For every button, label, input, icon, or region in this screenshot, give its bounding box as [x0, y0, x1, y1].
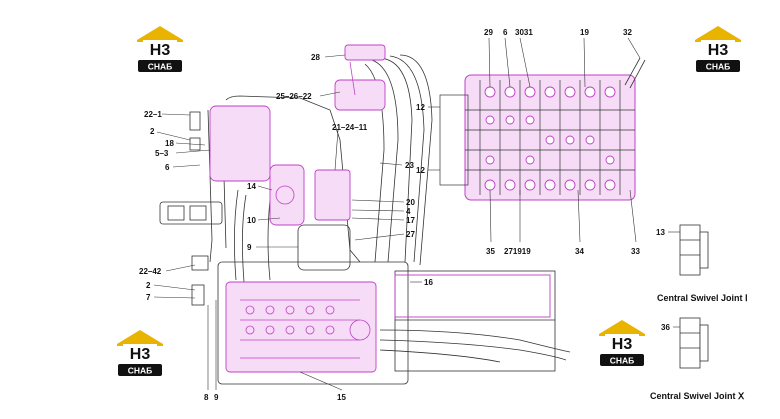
h3-snab-logo: H3 CHAБ	[595, 316, 649, 368]
h3-snab-logo: H3 CHAБ	[691, 22, 745, 74]
callout-21-24-11: 21–24–11	[332, 123, 368, 132]
callout-28: 28	[311, 53, 320, 62]
callout-27: 27	[406, 230, 415, 239]
callout-6-right: 6	[503, 28, 508, 37]
swivel-joint-1	[679, 224, 709, 276]
svg-text:CHAБ: CHAБ	[706, 62, 731, 72]
svg-text:H3: H3	[708, 42, 729, 59]
callout-17: 17	[406, 216, 415, 225]
leader-lines	[153, 37, 680, 391]
main-assembly	[159, 54, 571, 385]
callout-2-lower: 2	[146, 281, 151, 290]
pilot-valve-28	[344, 44, 386, 61]
callout-36: 36	[661, 323, 670, 332]
callout-14: 14	[247, 182, 256, 191]
callout-labels: 28 25–26–22 22–1 2 18 5–3 6 21–24–11 23 …	[139, 28, 670, 402]
h3-logo-mark: H3 CHAБ	[599, 320, 645, 366]
callout-30-31: 3031	[515, 28, 533, 37]
control-valve-bank	[439, 57, 646, 201]
svg-text:CHAБ: CHAБ	[610, 356, 635, 366]
callout-20: 20	[406, 198, 415, 207]
joystick-base	[334, 79, 386, 111]
svg-text:H3: H3	[612, 336, 633, 353]
solenoid-block-20	[314, 169, 351, 221]
svg-text:CHAБ: CHAБ	[148, 62, 173, 72]
callout-32: 32	[623, 28, 632, 37]
valve-block-details	[240, 61, 371, 359]
h3-snab-logo: H3 CHAБ	[113, 326, 167, 378]
callout-9-upper: 9	[247, 243, 252, 252]
callout-22-42: 22–42	[139, 267, 162, 276]
valve-block-15	[225, 281, 377, 373]
callout-15: 15	[337, 393, 346, 402]
mount-bracket-16	[394, 274, 551, 318]
callout-35: 35	[486, 247, 495, 256]
accumulator-body	[209, 105, 271, 182]
svg-text:H3: H3	[130, 346, 151, 363]
callout-18: 18	[165, 139, 174, 148]
swivel-joint-x	[679, 317, 709, 369]
callout-25-26-22: 25–26–22	[276, 92, 312, 101]
callout-16: 16	[424, 278, 433, 287]
callout-13: 13	[656, 228, 665, 237]
callout-19-top: 19	[580, 28, 589, 37]
callout-12-top: 12	[416, 103, 425, 112]
callout-22-1: 22–1	[144, 110, 162, 119]
callout-34: 34	[575, 247, 584, 256]
callout-5-3: 5–3	[155, 149, 169, 158]
h3-logo-mark: H3 CHAБ	[117, 330, 163, 376]
callout-33: 33	[631, 247, 640, 256]
highlighted-components	[209, 44, 551, 373]
callout-29: 29	[484, 28, 493, 37]
caption-central-swivel-joint-x: Central Swivel Joint Ⅹ	[650, 391, 745, 401]
svg-text:CHAБ: CHAБ	[128, 366, 153, 376]
callout-10: 10	[247, 216, 256, 225]
h3-snab-logo: H3 CHAБ	[133, 22, 187, 74]
callout-7: 7	[146, 293, 151, 302]
h3-logo-mark: H3 CHAБ	[137, 26, 183, 72]
callout-9-lower: 9	[214, 393, 219, 402]
callout-12-bottom: 12	[416, 166, 425, 175]
callout-27-19-19: 271919	[504, 247, 531, 256]
callout-4: 4	[406, 207, 411, 216]
callout-23: 23	[405, 161, 414, 170]
callout-2-top: 2	[150, 127, 155, 136]
callout-8: 8	[204, 393, 209, 402]
caption-central-swivel-joint-1: Central Swivel Joint Ⅰ	[657, 293, 748, 303]
pressure-unit-14	[269, 164, 305, 226]
callout-6-left: 6	[165, 163, 170, 172]
svg-text:H3: H3	[150, 42, 171, 59]
h3-logo-mark: H3 CHAБ	[695, 26, 741, 72]
